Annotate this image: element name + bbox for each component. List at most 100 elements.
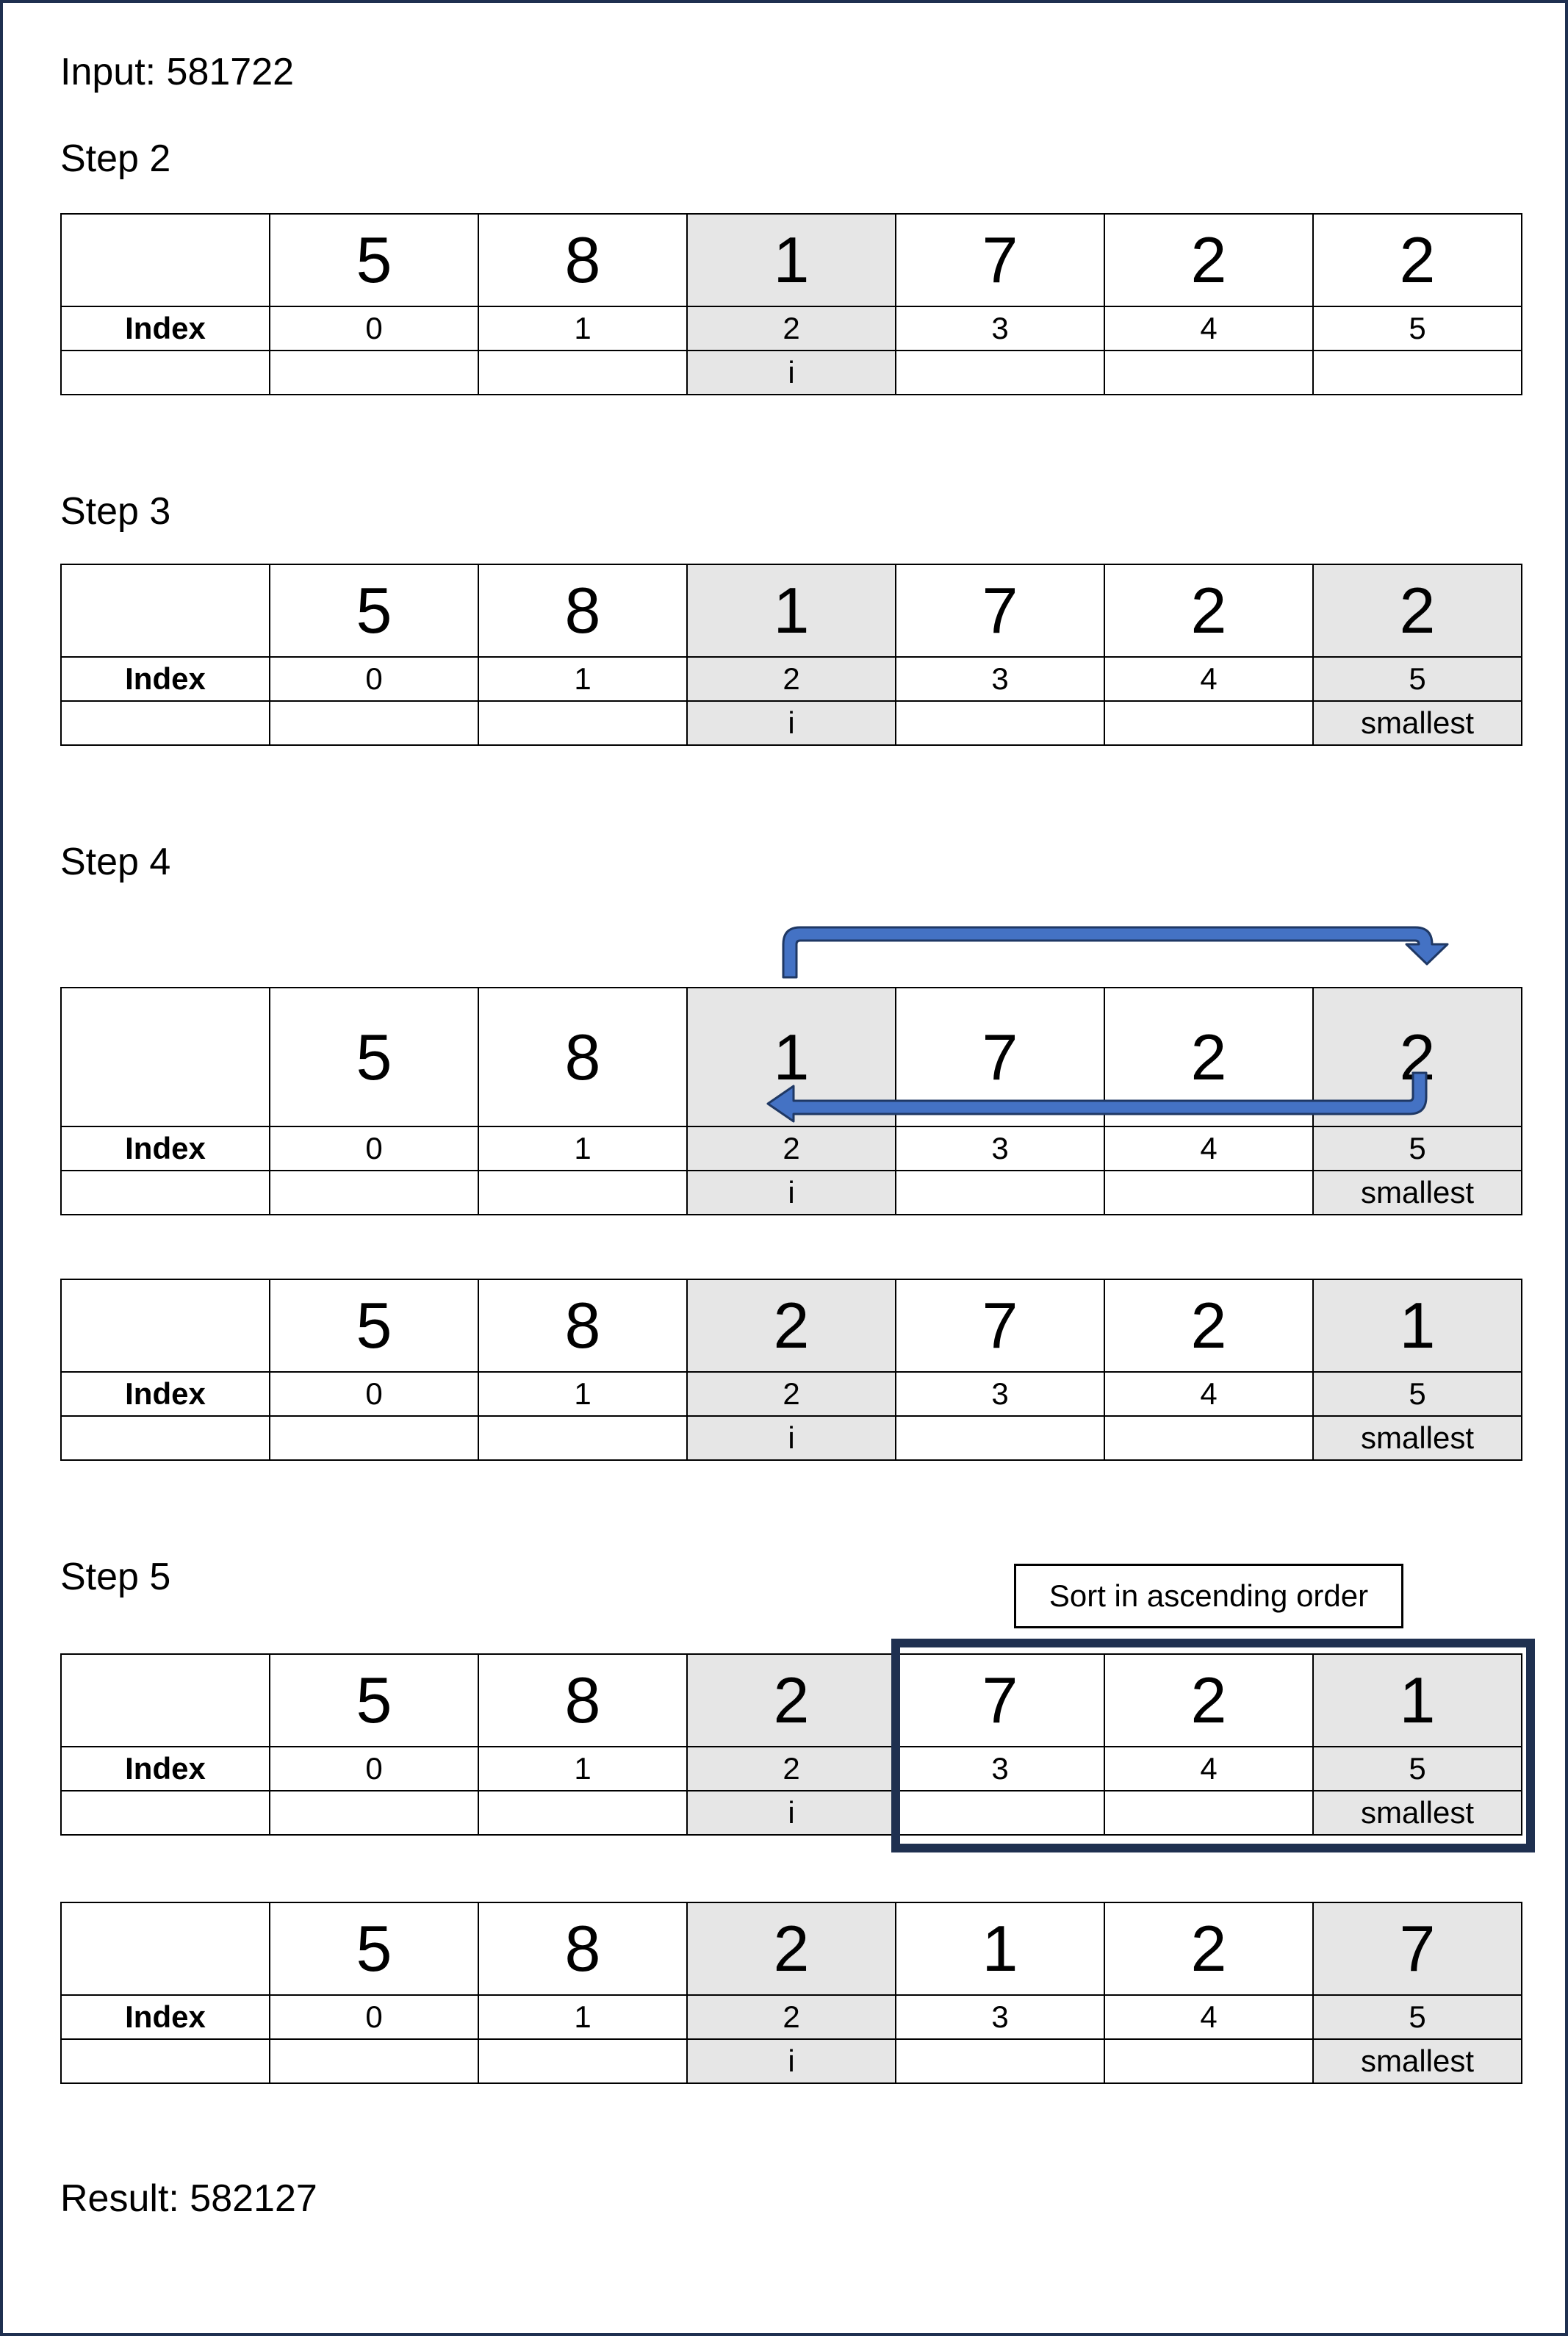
value-cell-1: 8: [478, 213, 688, 307]
value-cell-3: 7: [895, 564, 1105, 658]
index-cell-1: 1: [478, 1371, 688, 1417]
index-cell-3: 3: [895, 656, 1105, 702]
value-cell-0: 5: [269, 1653, 479, 1747]
value-cell-4: 2: [1104, 1653, 1314, 1747]
marker-cell-3: [895, 700, 1105, 746]
result-label: Result: 582127: [60, 2177, 317, 2220]
marker-row: i smallest: [60, 700, 1522, 746]
index-cell-1: 1: [478, 1746, 688, 1791]
marker-cell-3: [895, 1415, 1105, 1461]
marker-cell-1: [478, 1415, 688, 1461]
marker-cell-1: [478, 1170, 688, 1215]
index-cell-1: 1: [478, 1994, 688, 2040]
marker-cell-4: [1104, 350, 1314, 395]
value-row-label: [60, 213, 270, 307]
marker-cell-2: i: [686, 350, 896, 395]
index-row-label: Index: [60, 1126, 270, 1171]
marker-cell-0: [269, 1790, 479, 1836]
marker-cell-2: i: [686, 2038, 896, 2084]
marker-cell-1: [478, 1790, 688, 1836]
index-cell-5: 5: [1312, 1994, 1522, 2040]
marker-cell-5: smallest: [1312, 2038, 1522, 2084]
index-cell-5: 5: [1312, 1746, 1522, 1791]
marker-cell-4: [1104, 700, 1314, 746]
step-5-title: Step 5: [60, 1556, 171, 1598]
marker-row: i smallest: [60, 1790, 1522, 1836]
marker-row-label: [60, 350, 270, 395]
index-cell-4: 4: [1104, 656, 1314, 702]
value-cell-2: 2: [686, 1279, 896, 1373]
index-cell-0: 0: [269, 656, 479, 702]
value-cell-3: 7: [895, 1653, 1105, 1747]
index-cell-2: 2: [686, 1994, 896, 2040]
marker-cell-1: [478, 350, 688, 395]
index-cell-1: 1: [478, 306, 688, 351]
marker-cell-2: i: [686, 1170, 896, 1215]
marker-cell-0: [269, 2038, 479, 2084]
value-cell-5: 7: [1312, 1902, 1522, 1996]
value-cell-4: 2: [1104, 564, 1314, 658]
value-cell-0: 5: [269, 213, 479, 307]
index-cell-2: 2: [686, 306, 896, 351]
value-row-label: [60, 1902, 270, 1996]
marker-cell-3: [895, 2038, 1105, 2084]
marker-row-label: [60, 1415, 270, 1461]
value-cell-1: 8: [478, 1902, 688, 1996]
value-cell-3: 7: [895, 1279, 1105, 1373]
value-cell-1: 8: [478, 987, 688, 1127]
index-cell-5: 5: [1312, 1371, 1522, 1417]
index-cell-1: 1: [478, 1126, 688, 1171]
value-cell-1: 8: [478, 1279, 688, 1373]
marker-cell-1: [478, 700, 688, 746]
index-cell-2: 2: [686, 656, 896, 702]
value-row-label: [60, 1279, 270, 1373]
marker-cell-2: i: [686, 1790, 896, 1836]
index-cell-2: 2: [686, 1371, 896, 1417]
swap-arrow-bottom: [766, 1071, 1428, 1123]
step-4-title: Step 4: [60, 841, 171, 883]
marker-row: i smallest: [60, 2038, 1522, 2084]
value-cell-1: 8: [478, 564, 688, 658]
value-cell-2: 2: [686, 1902, 896, 1996]
marker-cell-0: [269, 700, 479, 746]
index-cell-3: 3: [895, 1126, 1105, 1171]
marker-cell-3: [895, 350, 1105, 395]
marker-cell-5: smallest: [1312, 700, 1522, 746]
marker-cell-5: smallest: [1312, 1170, 1522, 1215]
marker-cell-4: [1104, 1790, 1314, 1836]
value-cell-3: 7: [895, 213, 1105, 307]
marker-cell-0: [269, 350, 479, 395]
index-cell-3: 3: [895, 1746, 1105, 1791]
value-row-label: [60, 1653, 270, 1747]
index-row-label: Index: [60, 306, 270, 351]
index-cell-4: 4: [1104, 1371, 1314, 1417]
marker-cell-3: [895, 1790, 1105, 1836]
value-cell-5: 1: [1312, 1279, 1522, 1373]
marker-cell-5: smallest: [1312, 1790, 1522, 1836]
value-cell-2: 2: [686, 1653, 896, 1747]
index-cell-3: 3: [895, 1371, 1105, 1417]
index-cell-0: 0: [269, 1994, 479, 2040]
value-cell-0: 5: [269, 987, 479, 1127]
index-cell-3: 3: [895, 306, 1105, 351]
step-3-title: Step 3: [60, 490, 171, 533]
marker-cell-2: i: [686, 700, 896, 746]
marker-row: i smallest: [60, 1170, 1522, 1215]
value-cell-1: 8: [478, 1653, 688, 1747]
sort-range-bracket: [891, 1639, 1535, 1852]
index-cell-0: 0: [269, 1126, 479, 1171]
